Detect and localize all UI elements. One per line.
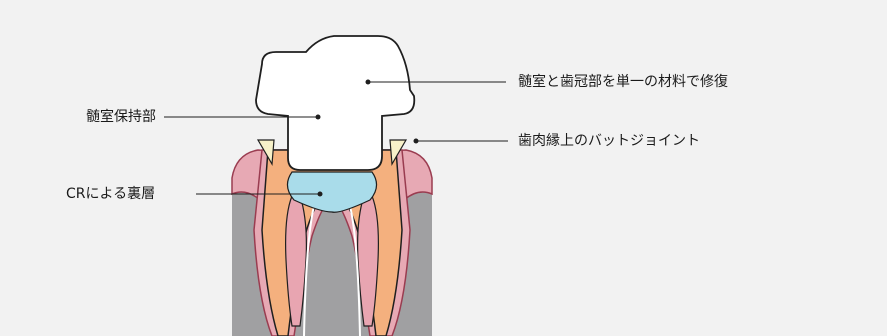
label-crown-material: 髄室と歯冠部を単一の材料で修復 bbox=[518, 75, 728, 89]
leader-butt-joint bbox=[414, 139, 509, 144]
label-pulp-chamber-retention: 髄室保持部 bbox=[86, 110, 156, 124]
label-cr-lining: CRによる裏層 bbox=[66, 187, 155, 201]
label-butt-joint: 歯肉縁上のバットジョイント bbox=[518, 134, 700, 148]
